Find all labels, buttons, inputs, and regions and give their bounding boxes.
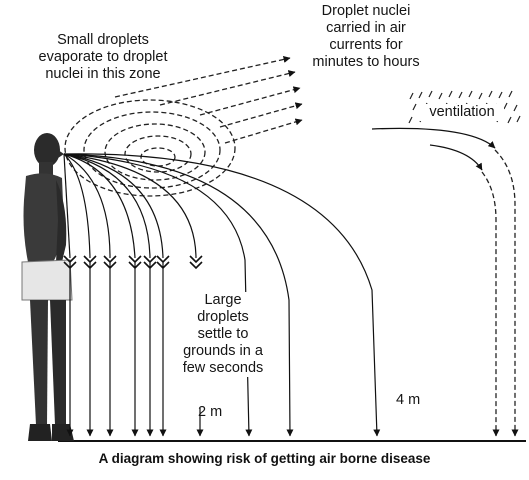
distance-2m-text: 2 m: [198, 404, 223, 420]
distance-4m-label: 4 m: [396, 392, 436, 409]
ventilation-label: ventilation: [420, 104, 504, 121]
droplet-markers: [63, 255, 203, 270]
large-droplets-text: Large droplets settle to grounds in a fe…: [182, 292, 264, 376]
small-droplets-text: Small droplets evaporate to droplet nucl…: [38, 32, 168, 82]
droplet-nuclei-text: Droplet nuclei carried in air currents f…: [312, 3, 420, 70]
small-droplets-label: Small droplets evaporate to droplet nucl…: [22, 32, 184, 83]
distance-4m-text: 4 m: [396, 392, 421, 408]
ventilation-airflow: [371, 127, 496, 171]
large-droplet-trajectories: [63, 153, 381, 437]
droplet-nuclei-arrows: [114, 55, 303, 144]
large-droplets-label: Large droplets settle to grounds in a fe…: [176, 292, 270, 377]
settling-drops: [66, 262, 204, 437]
droplet-nuclei-label: Droplet nuclei carried in air currents f…: [296, 3, 436, 71]
ventilation-text: ventilation: [429, 104, 495, 120]
ventilation-settling-paths: [481, 149, 519, 437]
person-figure: [21, 133, 74, 441]
evaporation-zone: [64, 99, 236, 197]
figure-caption: A diagram showing risk of getting air bo…: [98, 451, 431, 466]
distance-2m-label: 2 m: [198, 404, 238, 421]
